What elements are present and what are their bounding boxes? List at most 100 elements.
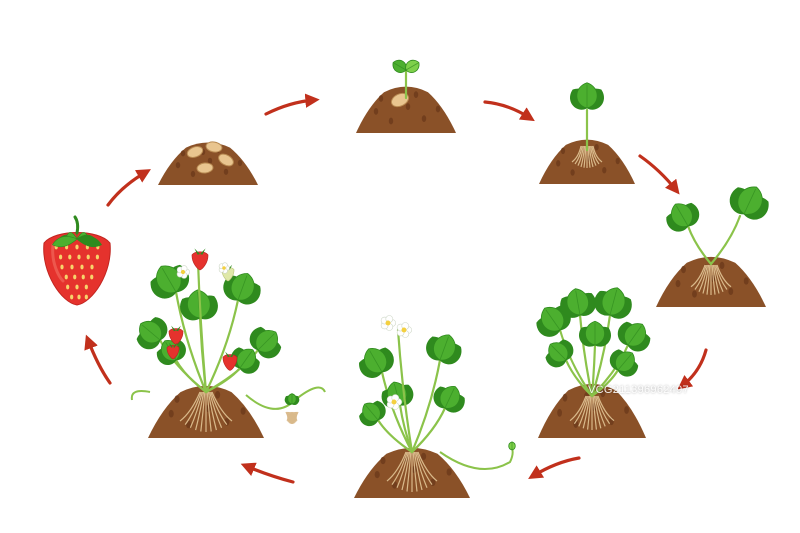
strawberry-calyx: [51, 215, 103, 248]
stem: [376, 418, 414, 454]
strawberry-seed: [75, 244, 79, 250]
soil-speck: [602, 166, 607, 174]
trifoliate-leaf: [359, 400, 386, 427]
roots: [569, 395, 615, 430]
cycle-arrow: [84, 334, 112, 385]
soil-speck: [240, 407, 246, 415]
leaf: [624, 323, 647, 347]
seed: [186, 146, 204, 158]
soil-speck: [560, 147, 566, 155]
stem: [686, 224, 713, 266]
flower: [380, 315, 396, 331]
soil-speck: [743, 277, 749, 285]
flower: [218, 262, 230, 274]
soil-speck: [719, 261, 725, 270]
soil-speck: [557, 408, 562, 417]
seed: [205, 141, 223, 153]
trifoliate-leaf: [578, 320, 612, 347]
soil-speck: [413, 91, 419, 98]
leaf: [576, 82, 598, 109]
strawberry-seed: [86, 254, 90, 260]
strawberry-seed: [60, 264, 64, 270]
soil-speck: [570, 169, 575, 176]
runner: [439, 447, 514, 470]
leaf: [287, 393, 297, 405]
seed: [196, 162, 214, 174]
strawberry-seed: [84, 294, 88, 300]
flower: [176, 265, 190, 279]
stage-seeds-in-soil: [158, 141, 258, 185]
soil-speck: [681, 265, 686, 274]
leaf: [255, 330, 278, 353]
soil-speck: [728, 287, 734, 296]
cycle-arrow: [106, 169, 151, 207]
stem: [709, 214, 742, 266]
trifoliate-leaf: [359, 347, 394, 378]
leaf: [156, 265, 182, 294]
trifoliate-leaf: [609, 349, 639, 377]
berry: [191, 248, 209, 271]
soil-speck: [615, 157, 620, 165]
leaf: [585, 320, 605, 346]
strawberry-seed: [77, 254, 81, 260]
strawberry-body: [43, 232, 111, 306]
soil-speck: [378, 95, 384, 102]
stem: [174, 358, 208, 394]
stage-sprout: [356, 59, 456, 133]
soil-speck: [556, 160, 561, 167]
stage-fruiting-plant-with-runner: [130, 248, 326, 438]
stage-flowering-plant: [354, 315, 516, 498]
soil-speck: [421, 452, 427, 461]
stem: [590, 368, 620, 398]
soil-speck: [207, 157, 213, 164]
stem: [410, 358, 442, 454]
soil-speck: [573, 420, 579, 428]
roots: [179, 391, 233, 432]
flower: [396, 322, 412, 338]
cycle-arrow: [483, 100, 535, 122]
stage-leafy-plant: [536, 287, 651, 438]
stem: [410, 406, 447, 454]
soil-speck: [174, 395, 180, 403]
berry: [168, 325, 184, 345]
strawberry-seed: [80, 264, 84, 270]
roots: [386, 451, 438, 492]
cycle-arrow: [638, 154, 680, 195]
berry: [222, 351, 238, 371]
stem: [558, 328, 594, 398]
leaf: [364, 348, 387, 374]
leaf: [392, 59, 407, 73]
leaf: [439, 386, 460, 409]
strawberry-seed: [77, 294, 81, 300]
soil-speck: [374, 470, 380, 479]
trifoliate-leaf: [223, 273, 261, 305]
watermark-text: VCG21139696249​7: [588, 384, 689, 396]
soil-speck: [600, 389, 606, 398]
soil-speck: [223, 168, 229, 175]
stem: [396, 328, 414, 454]
leaf: [601, 287, 626, 316]
stage-ripe-strawberry: [43, 215, 111, 306]
strawberry-seed: [59, 254, 63, 260]
strawberry-seed: [75, 284, 79, 290]
stem: [204, 298, 240, 394]
leaf: [405, 59, 420, 73]
stem: [204, 366, 242, 394]
strawberry-seed: [95, 254, 99, 260]
leaf: [615, 351, 635, 372]
soil-speck: [446, 468, 452, 476]
flower: [386, 394, 402, 410]
trifoliate-leaf: [426, 334, 462, 365]
strawberry-seed: [68, 254, 72, 260]
soil-speck: [562, 393, 568, 402]
soil-speck: [388, 117, 394, 125]
leaf: [548, 342, 569, 363]
soil-speck: [435, 105, 441, 113]
stage-young-plant: [656, 186, 769, 307]
soil-speck: [421, 115, 427, 122]
leaf: [540, 306, 565, 332]
soil-speck: [692, 290, 697, 298]
stem: [578, 313, 594, 398]
strawberry-seed: [70, 294, 74, 300]
